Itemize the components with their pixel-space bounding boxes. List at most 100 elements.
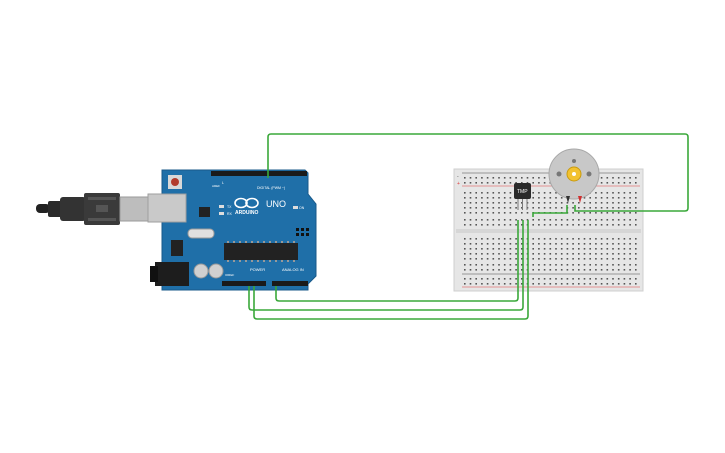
breadboard-hole[interactable] xyxy=(486,207,489,209)
breadboard-hole[interactable] xyxy=(532,182,534,184)
breadboard-hole[interactable] xyxy=(635,243,637,245)
breadboard-hole[interactable] xyxy=(560,197,563,199)
breadboard-hole[interactable] xyxy=(595,238,597,240)
breadboard-hole[interactable] xyxy=(612,248,614,250)
breadboard-hole[interactable] xyxy=(560,238,563,240)
breadboard-hole[interactable] xyxy=(486,269,489,271)
breadboard-hole[interactable] xyxy=(509,197,512,199)
breadboard-hole[interactable] xyxy=(555,248,557,250)
breadboard-hole[interactable] xyxy=(623,269,626,271)
breadboard-hole[interactable] xyxy=(549,207,552,209)
breadboard-hole[interactable] xyxy=(503,238,506,240)
breadboard-hole[interactable] xyxy=(492,207,495,209)
breadboard-hole[interactable] xyxy=(532,248,534,250)
breadboard-hole[interactable] xyxy=(481,243,483,245)
breadboard-hole[interactable] xyxy=(521,207,523,209)
breadboard-hole[interactable] xyxy=(578,283,580,285)
breadboard-hole[interactable] xyxy=(498,224,500,226)
breadboard-hole[interactable] xyxy=(503,182,506,184)
breadboard-hole[interactable] xyxy=(623,238,626,240)
breadboard-hole[interactable] xyxy=(583,269,586,271)
breadboard-hole[interactable] xyxy=(521,248,523,250)
breadboard-hole[interactable] xyxy=(481,248,483,250)
breadboard-hole[interactable] xyxy=(583,207,586,209)
breadboard-hole[interactable] xyxy=(617,197,620,199)
breadboard-hole[interactable] xyxy=(543,219,546,221)
breadboard-hole[interactable] xyxy=(600,269,603,271)
breadboard-hole[interactable] xyxy=(635,192,637,194)
breadboard-hole[interactable] xyxy=(543,182,546,184)
breadboard-hole[interactable] xyxy=(606,264,609,266)
breadboard-hole[interactable] xyxy=(612,197,614,199)
breadboard-hole[interactable] xyxy=(572,207,574,209)
breadboard-hole[interactable] xyxy=(629,264,631,266)
breadboard-hole[interactable] xyxy=(515,207,517,209)
breadboard-hole[interactable] xyxy=(629,269,631,271)
breadboard-hole[interactable] xyxy=(617,238,620,240)
breadboard-hole[interactable] xyxy=(589,224,591,226)
breadboard-hole[interactable] xyxy=(469,248,472,250)
breadboard-hole[interactable] xyxy=(555,207,557,209)
breadboard-hole[interactable] xyxy=(475,207,477,209)
breadboard-hole[interactable] xyxy=(560,269,563,271)
breadboard-hole[interactable] xyxy=(566,238,569,240)
breadboard-hole[interactable] xyxy=(492,202,495,204)
breadboard-hole[interactable] xyxy=(612,182,614,184)
breadboard-hole[interactable] xyxy=(481,264,483,266)
breadboard-hole[interactable] xyxy=(521,238,523,240)
breadboard-hole[interactable] xyxy=(532,219,534,221)
breadboard-hole[interactable] xyxy=(515,182,517,184)
breadboard-hole[interactable] xyxy=(481,253,483,255)
breadboard-hole[interactable] xyxy=(543,264,546,266)
breadboard-hole[interactable] xyxy=(583,278,586,280)
breadboard-hole[interactable] xyxy=(464,283,466,285)
breadboard-hole[interactable] xyxy=(555,283,557,285)
breadboard-hole[interactable] xyxy=(475,253,477,255)
breadboard-hole[interactable] xyxy=(503,264,506,266)
breadboard-hole[interactable] xyxy=(606,202,609,204)
breadboard-hole[interactable] xyxy=(475,283,477,285)
breadboard-hole[interactable] xyxy=(492,238,495,240)
breadboard-hole[interactable] xyxy=(464,224,466,226)
breadboard-hole[interactable] xyxy=(543,202,546,204)
breadboard-hole[interactable] xyxy=(481,197,483,199)
breadboard-hole[interactable] xyxy=(629,182,631,184)
breadboard-hole[interactable] xyxy=(572,219,574,221)
breadboard-hole[interactable] xyxy=(521,283,523,285)
breadboard-hole[interactable] xyxy=(532,283,534,285)
breadboard-hole[interactable] xyxy=(612,238,614,240)
breadboard-hole[interactable] xyxy=(538,258,540,260)
breadboard-hole[interactable] xyxy=(572,269,574,271)
breadboard-hole[interactable] xyxy=(509,283,512,285)
breadboard-hole[interactable] xyxy=(595,197,597,199)
breadboard-hole[interactable] xyxy=(600,264,603,266)
breadboard-hole[interactable] xyxy=(469,202,472,204)
breadboard-hole[interactable] xyxy=(612,224,614,226)
breadboard-hole[interactable] xyxy=(464,177,466,179)
breadboard-hole[interactable] xyxy=(509,238,512,240)
breadboard-hole[interactable] xyxy=(543,192,546,194)
breadboard-hole[interactable] xyxy=(509,278,512,280)
breadboard-hole[interactable] xyxy=(543,177,546,179)
breadboard-hole[interactable] xyxy=(635,197,637,199)
breadboard-hole[interactable] xyxy=(606,219,609,221)
breadboard-hole[interactable] xyxy=(538,197,540,199)
breadboard-hole[interactable] xyxy=(481,177,483,179)
breadboard-hole[interactable] xyxy=(560,264,563,266)
breadboard-hole[interactable] xyxy=(475,243,477,245)
breadboard-hole[interactable] xyxy=(464,192,466,194)
breadboard-hole[interactable] xyxy=(498,182,500,184)
breadboard-hole[interactable] xyxy=(464,207,466,209)
breadboard-hole[interactable] xyxy=(469,253,472,255)
breadboard-hole[interactable] xyxy=(498,253,500,255)
breadboard-hole[interactable] xyxy=(589,238,591,240)
breadboard-hole[interactable] xyxy=(606,278,609,280)
breadboard-hole[interactable] xyxy=(612,192,614,194)
breadboard-hole[interactable] xyxy=(606,224,609,226)
breadboard-hole[interactable] xyxy=(606,182,609,184)
breadboard-hole[interactable] xyxy=(623,224,626,226)
breadboard-hole[interactable] xyxy=(617,192,620,194)
breadboard-hole[interactable] xyxy=(481,202,483,204)
breadboard-hole[interactable] xyxy=(623,197,626,199)
breadboard-hole[interactable] xyxy=(595,212,597,214)
